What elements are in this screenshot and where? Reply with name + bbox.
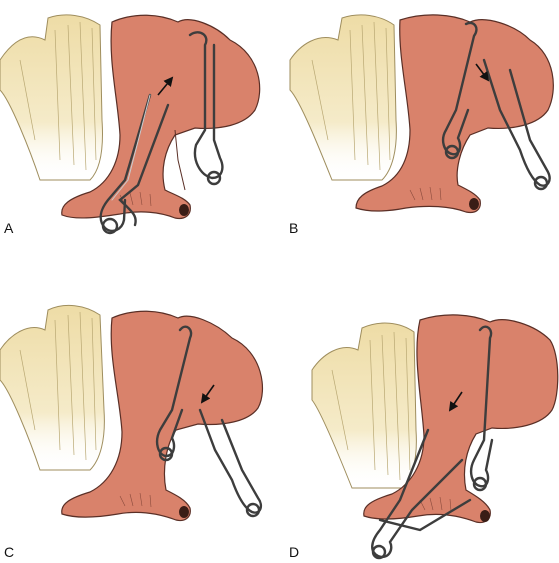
ridge-structure bbox=[0, 304, 105, 471]
towel-clip-icon bbox=[99, 31, 224, 235]
arrow-icon bbox=[157, 76, 174, 96]
panel-a: A bbox=[0, 14, 261, 236]
ridge-structure bbox=[289, 14, 397, 181]
panel-label: A bbox=[4, 220, 14, 236]
towel-clip-icon bbox=[155, 325, 263, 518]
panel-label: C bbox=[4, 544, 14, 560]
towel-clip-icon bbox=[441, 21, 551, 191]
panel-label: B bbox=[289, 220, 298, 236]
ridge-structure bbox=[311, 322, 417, 489]
panel-b: B bbox=[289, 14, 554, 236]
towel-clip-icon bbox=[371, 325, 494, 560]
arrow-icon bbox=[475, 63, 490, 82]
panel-label: D bbox=[289, 544, 299, 560]
panel-c: C bbox=[0, 304, 264, 560]
vessel-body bbox=[61, 14, 261, 220]
vessel-body bbox=[363, 314, 559, 524]
ridge-structure bbox=[0, 14, 103, 181]
panel-d: D bbox=[289, 314, 559, 560]
arrow-icon bbox=[200, 384, 215, 404]
vessel-body bbox=[61, 310, 264, 522]
arrow-icon bbox=[448, 391, 463, 412]
